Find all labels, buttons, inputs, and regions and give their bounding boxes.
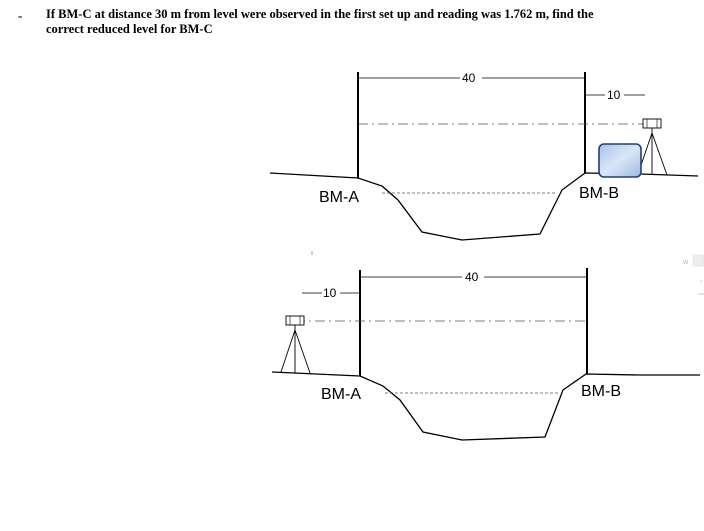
figure-top: 40 10 BM-A BM-B: [269, 71, 699, 241]
dim-instrument-label-top: 10: [607, 88, 621, 102]
dim-span-label-bottom: 40: [465, 270, 479, 284]
question-line-2: correct reduced level for BM-C: [46, 22, 213, 36]
edge-fragment-text: w: [682, 259, 689, 266]
question-line-1: If BM-C at distance 30 m from level were…: [46, 7, 594, 21]
ground-profile-top: [269, 172, 699, 241]
label-bm-a-top: BM-A: [319, 189, 359, 206]
level-instrument-bottom: [280, 315, 311, 374]
ground-profile-bottom: [271, 371, 700, 441]
question-text: If BM-C at distance 30 m from level were…: [46, 7, 686, 37]
overlay-sticker: [598, 143, 642, 178]
dim-span-label-top: 40: [462, 71, 476, 85]
label-bm-b-bottom: BM-B: [581, 383, 621, 400]
bullet-marker: -: [18, 8, 23, 23]
level-instrument-top: [637, 118, 668, 176]
label-bm-b-top: BM-B: [579, 185, 619, 202]
figure-bottom: 40 10 BM-A BM-B: [271, 268, 700, 441]
edge-fragment: w: [682, 254, 704, 295]
label-bm-a-bottom: BM-A: [321, 386, 361, 403]
dim-instrument-label-bottom: 10: [323, 286, 337, 300]
